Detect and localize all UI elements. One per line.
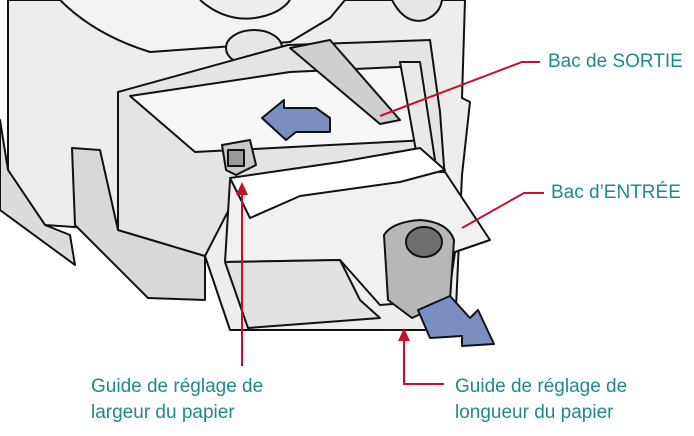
leader-length-arrowhead	[398, 328, 410, 341]
input-tray-lip	[224, 259, 381, 329]
input-paper	[229, 147, 446, 219]
pull-arrow-icon	[417, 295, 495, 347]
width-guide-label-line-1: Guide de réglage de	[91, 376, 264, 397]
top-right-knob	[391, 0, 443, 22]
length-guide-label-line-1: Guide de réglage de	[455, 376, 628, 397]
leader-length-guide	[403, 335, 444, 385]
left-foot	[71, 147, 206, 301]
control-panel	[199, 0, 291, 20]
push-arrow-icon	[261, 99, 331, 141]
width-guide-tab	[227, 149, 245, 167]
printer-left-side	[0, 119, 76, 266]
length-guide-label-line-2: longueur du papier	[455, 402, 614, 423]
length-guide-grip	[405, 226, 443, 258]
length-guide-label: Guide de réglage de longueur du papier	[455, 374, 627, 426]
leader-output-tray	[379, 61, 540, 117]
output-tray-slot	[289, 39, 401, 125]
output-tray-label: Bac de SORTIE	[548, 51, 683, 72]
leader-input-tray	[461, 192, 544, 229]
leader-width-arrowhead	[236, 182, 248, 195]
input-tray-label: Bac d’ENTRÉE	[551, 182, 681, 203]
width-guide-label: Guide de réglage de largeur du papier	[91, 374, 263, 426]
width-guide-label-line-2: largeur du papier	[91, 402, 235, 423]
